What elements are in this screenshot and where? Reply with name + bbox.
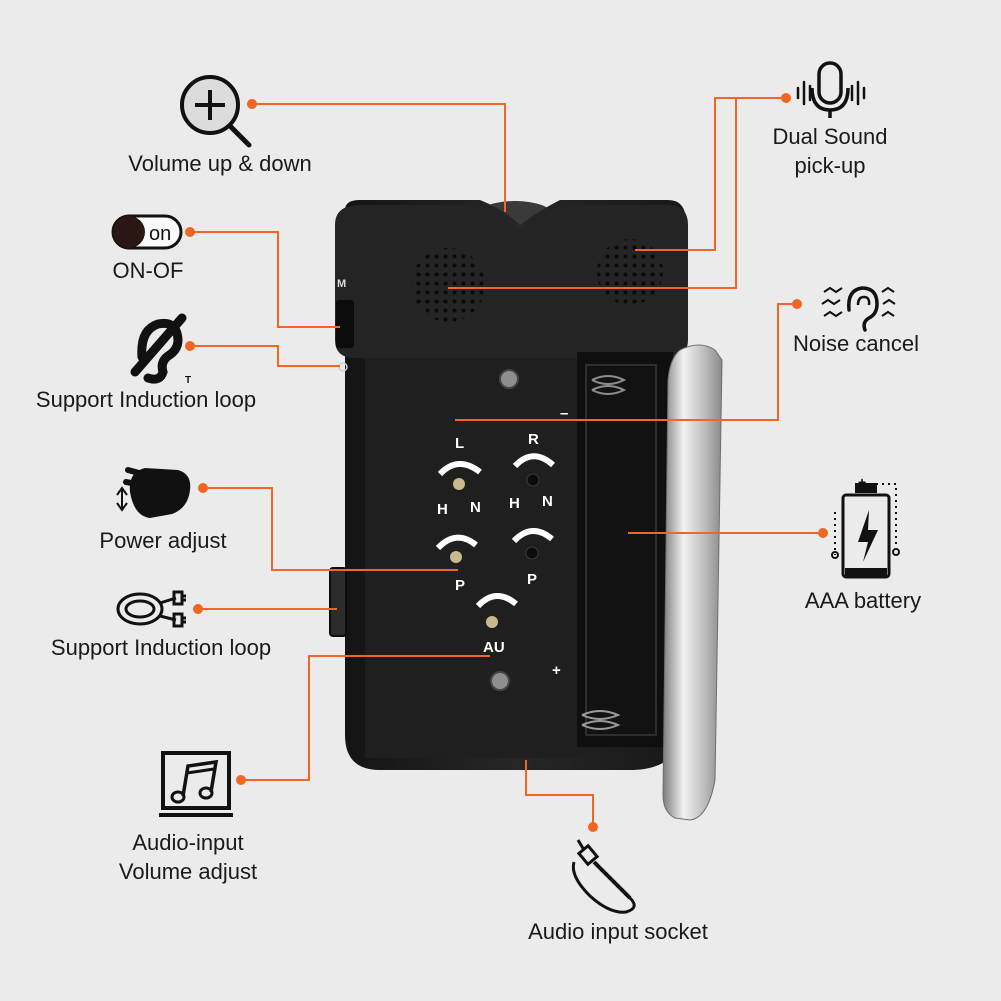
speaker-grill-right [597,239,663,305]
ear-noise-icon [821,286,896,332]
mark-high-left: H [437,501,448,518]
leader-lines [190,97,823,827]
mark-right-channel: R [528,431,539,448]
label-power-adjust: Power adjust [99,528,227,553]
leader-dual-right [635,97,736,251]
magnifier-plus-icon [180,75,252,148]
battery-charging-icon: + [831,474,900,579]
label-battery: AAA battery [804,588,922,613]
toggle-switch-icon: on [111,214,183,250]
trimmer-p-left[interactable] [450,551,462,563]
mark-power-left: P [455,577,465,594]
battery-slot [585,364,657,736]
mark-high-right: H [509,495,520,512]
svg-text:+: + [858,474,866,490]
label-dual-sound-line2: pick-up [794,153,866,178]
mark-audio: AU [483,639,505,656]
battery-door[interactable] [662,344,723,821]
hearing-loop-icon: T [130,313,191,386]
leader-dots [185,93,828,832]
label-induction-bottom: Support Induction loop [50,635,272,660]
mark-normal-right: N [542,493,553,510]
label-dual-sound-line1: Dual Sound [772,124,888,149]
trimmer-p-right[interactable] [525,546,539,560]
trimmer-arc-r2 [511,528,554,544]
label-audio-input-volume: Audio-input Volume adjust [88,828,288,886]
mode-switch[interactable] [336,300,354,348]
label-induction-top: Support Induction loop [35,387,257,412]
side-audio-port[interactable] [329,567,347,637]
svg-text:T: T [185,375,191,386]
music-note-icon [159,751,233,817]
leader-audio-socket [525,760,594,827]
label-volume: Volume up & down [128,151,312,176]
cable-plug-icon [116,590,186,628]
trimmer-hn-left[interactable] [453,478,465,490]
microphone-icon [796,61,866,118]
mark-power-right: P [527,571,537,588]
speaker-grill-left [411,248,485,322]
label-dual-sound: Dual Sound pick-up [752,122,908,180]
trimmer-arc-au [475,593,518,609]
leader-volume [252,103,506,212]
audio-jack-icon [571,839,636,914]
screw-top [499,369,519,389]
mark-left-channel: L [455,435,464,452]
label-noise-cancel: Noise cancel [793,331,919,356]
hand-swipe-icon [116,467,191,518]
trimmer-arc-l2 [435,534,478,551]
screw-bottom [490,671,510,691]
leader-audio-input-volume [241,655,490,781]
battery-spring-bottom [581,710,621,730]
trimmer-au[interactable] [486,616,498,628]
trimmer-hn-right[interactable] [526,473,540,487]
front-panel [365,358,590,758]
leader-induction-top [190,345,340,367]
mark-minus: – [560,405,568,422]
mode-switch-label: M [337,278,346,290]
leader-dual-left [448,97,786,289]
label-power-switch: ON-OF [112,258,184,283]
leader-power-adjust [203,487,458,571]
trimmer-arc-l1 [437,461,482,477]
battery-spring-top [591,375,627,395]
mark-plus: + [552,662,561,679]
toggle-on-text: on [149,223,171,245]
label-audio-input-line1: Audio-input [132,830,244,855]
trimmer-arc-r1 [512,453,556,469]
leader-noise [455,303,797,421]
device-top-cap [335,205,688,358]
mark-normal-left: N [470,499,481,516]
label-audio-input-line2: Volume adjust [118,859,258,884]
hearing-amplifier-device: M L R H N H N P P AU – + [329,200,723,821]
leader-power-switch [190,231,340,328]
label-audio-socket: Audio input socket [528,919,708,944]
